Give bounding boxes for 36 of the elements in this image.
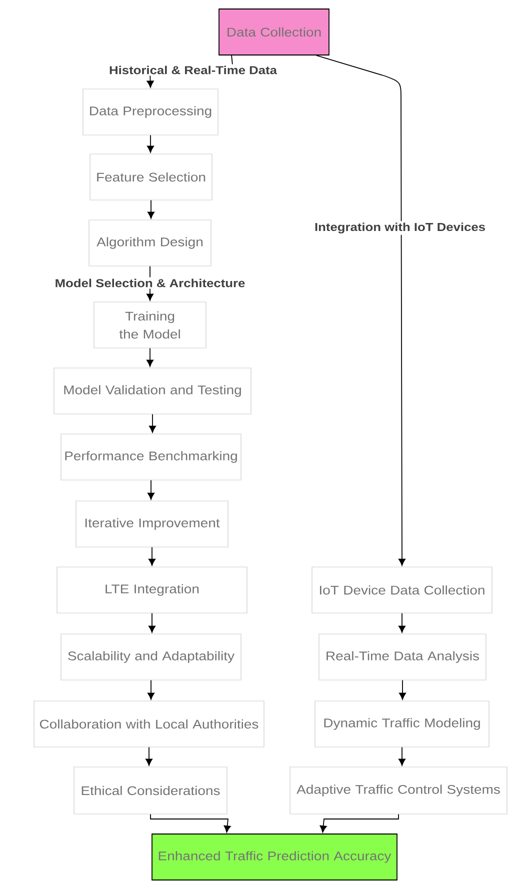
process-box: Performance Benchmarking — [60, 434, 242, 480]
arrow — [147, 200, 155, 219]
edge-label: Model Selection & Architecture — [53, 277, 247, 289]
process-box: IoT Device Data Collection — [312, 566, 492, 614]
arrow — [145, 746, 153, 766]
arrow — [398, 746, 406, 766]
process-box: Iterative Improvement — [76, 500, 228, 548]
arrow — [146, 266, 154, 301]
arrow — [320, 814, 399, 833]
process-box: Collaboration with Local Authorities — [34, 700, 264, 748]
arrow — [148, 612, 156, 633]
edge-label: Historical & Real-Time Data — [108, 64, 278, 76]
arrow — [150, 814, 231, 833]
process-box: LTE Integration — [56, 566, 248, 614]
arrow — [398, 680, 406, 700]
process-box: Feature Selection — [90, 154, 212, 200]
result-box: Enhanced Traffic Prediction Accuracy — [152, 834, 398, 880]
arrow — [316, 55, 406, 566]
process-box: Ethical Considerations — [74, 766, 228, 814]
process-box: Algorithm Design — [88, 220, 212, 266]
start-box: Data Collection — [218, 8, 330, 56]
process-box: Adaptive Traffic Control Systems — [290, 766, 508, 814]
process-box: Dynamic Traffic Modeling — [314, 700, 490, 748]
arrow — [148, 414, 156, 433]
arrow — [398, 612, 406, 633]
process-box: Real-Time Data Analysis — [318, 634, 486, 680]
arrow — [147, 480, 155, 500]
arrow — [147, 680, 155, 700]
process-box: Training the Model — [94, 302, 206, 348]
process-box: Model Validation and Testing — [54, 368, 252, 414]
arrow — [146, 348, 154, 367]
process-box: Scalability and Adaptability — [60, 634, 242, 680]
arrow — [146, 134, 154, 153]
process-box: Data Preprocessing — [82, 88, 218, 136]
arrow — [148, 546, 156, 566]
edge-label: Integration with IoT Devices — [312, 221, 488, 235]
